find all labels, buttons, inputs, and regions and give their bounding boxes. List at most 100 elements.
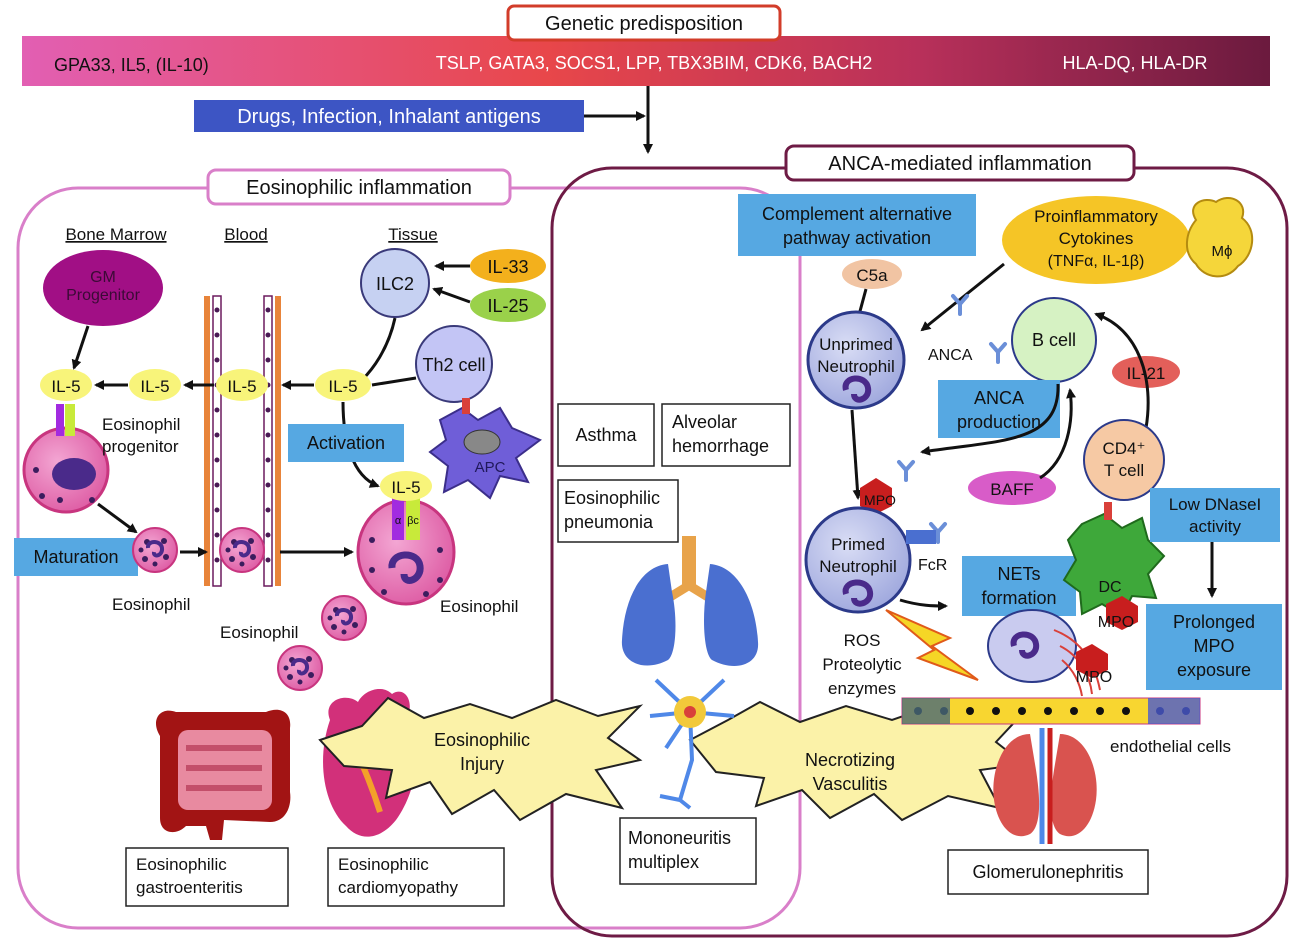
- line-th2-il5: [371, 376, 417, 387]
- ros-label-2: Proteolytic: [822, 655, 902, 674]
- gm-label-2: Progenitor: [66, 287, 140, 304]
- activation-box: [288, 424, 404, 462]
- il5-blood-label: IL-5: [227, 377, 256, 396]
- eosinophil-label-blood: Eosinophil: [220, 623, 298, 642]
- dc-receptor: [1104, 502, 1112, 520]
- cytokines-ellipse: [1002, 196, 1190, 284]
- glomerulo-box: [947, 849, 1149, 895]
- glomerulo-label: Glomerulonephritis: [972, 862, 1123, 882]
- endothelial-layer: [901, 697, 1201, 725]
- anca-production-label-1: ANCA: [974, 388, 1024, 408]
- arrow-nets: [899, 598, 948, 611]
- primed-neutrophil: [804, 506, 912, 614]
- arrow-anca-to-neutrophil: [920, 383, 1060, 456]
- ilc2-label: ILC2: [376, 274, 414, 294]
- fcr-receptor: [906, 530, 936, 544]
- activation-label: Activation: [307, 433, 385, 453]
- pneumonia-label-2: pneumonia: [564, 512, 654, 532]
- gastro-box: [125, 847, 289, 907]
- il25-ellipse: [470, 288, 546, 322]
- il5-progenitor-label: IL-5: [51, 377, 80, 396]
- mpo-label-2: MPO: [1098, 614, 1134, 631]
- line-ilc2-il5: [360, 317, 397, 382]
- fcr-label: FcR: [918, 557, 947, 574]
- antibody-icon: [989, 342, 1007, 364]
- arrow-cytokines: [920, 262, 1005, 332]
- eos-injury-label-1: Eosinophilic: [434, 730, 530, 750]
- cardio-label-1: Eosinophilic: [338, 855, 429, 874]
- blood-vessel: [204, 295, 281, 587]
- col-bone-marrow: Bone Marrow: [65, 225, 167, 244]
- receptor-bc: βc: [407, 515, 419, 527]
- c5a-label: C5a: [856, 266, 888, 285]
- endothelial-label: endothelial cells: [1110, 737, 1231, 756]
- complement-label-2: pathway activation: [783, 228, 931, 248]
- il33-label: IL-33: [487, 257, 528, 277]
- cytokines-label-1: Proinflammatory: [1034, 207, 1158, 226]
- il5-marrow: [129, 369, 181, 401]
- mpo-label-1: MPO: [864, 492, 896, 508]
- eos-injury-label-2: Injury: [460, 754, 504, 774]
- nets-label-1: NETs: [997, 564, 1040, 584]
- genetic-title-box: [506, 4, 782, 42]
- eosinophil-tissue-1: [320, 594, 368, 642]
- eos-title-box: [206, 168, 512, 206]
- arrow-il25: [432, 287, 471, 304]
- unprimed-nucleus: [842, 375, 872, 403]
- maturation-box: [14, 538, 138, 576]
- il5-activated: [380, 471, 432, 501]
- ros-label-1: ROS: [844, 631, 881, 650]
- eos-progenitor-label-2: progenitor: [102, 437, 179, 456]
- cardio-label-2: cardiomyopathy: [338, 878, 459, 897]
- macrophage-label: Mϕ: [1212, 243, 1233, 260]
- eosinophil-tissue-2: [276, 644, 324, 692]
- arrow-maturation: [97, 502, 138, 534]
- primed-label-2: Neutrophil: [819, 557, 897, 576]
- unprimed-label-2: Neutrophil: [817, 357, 895, 376]
- intestine-illustration: [155, 709, 291, 840]
- dc-cell: [1062, 512, 1166, 618]
- prolonged-label-1: Prolonged: [1173, 612, 1255, 632]
- baff-label: BAFF: [990, 480, 1033, 499]
- vasculitis-label-1: Necrotizing: [805, 750, 895, 770]
- anca-title: ANCA-mediated inflammation: [828, 153, 1091, 175]
- primed-nucleus: [842, 579, 874, 607]
- anca-title-box: [784, 144, 1136, 182]
- c5a-ellipse: [842, 259, 902, 289]
- asthma-label: Asthma: [575, 425, 637, 445]
- col-tissue: Tissue: [388, 225, 437, 244]
- eosinophil-blood: [218, 526, 266, 574]
- activated-eosinophil: [356, 498, 456, 606]
- mpo-hexagon-1: [860, 478, 892, 514]
- antibody-icon: [897, 460, 915, 482]
- arrow-il21-bcell: [1094, 312, 1150, 429]
- il5-activated-label: IL-5: [391, 478, 420, 497]
- alveolar-label-2: hemorrhage: [672, 436, 769, 456]
- gm-progenitor-cell: [43, 250, 163, 326]
- nets-box: [962, 556, 1076, 616]
- eosinophil-label-marrow: Eosinophil: [112, 595, 190, 614]
- mpo-hexagon-3: [1076, 644, 1108, 678]
- alveolar-box: [661, 403, 791, 467]
- mononeuritis-label-1: Mononeuritis: [628, 828, 731, 848]
- genes-left: GPA33, IL5, (IL-10): [54, 55, 209, 75]
- th2-cell: [415, 325, 493, 403]
- arrow-gm-down: [71, 325, 90, 370]
- genes-mid: TSLP, GATA3, SOCS1, LPP, TBX3BIM, CDK6, …: [436, 53, 873, 73]
- prolonged-label-2: MPO: [1193, 636, 1234, 656]
- complement-label-1: Complement alternative: [762, 204, 952, 224]
- complement-box: [738, 194, 976, 256]
- mononeuritis-box: [619, 817, 757, 885]
- apc-label: APC: [475, 459, 506, 476]
- baff-ellipse: [968, 471, 1056, 505]
- lightning-icon: [885, 609, 979, 681]
- col-blood: Blood: [224, 225, 267, 244]
- il33-ellipse: [470, 249, 546, 283]
- dc-label: DC: [1098, 579, 1121, 596]
- alveolar-label-1: Alveolar: [672, 412, 737, 432]
- apc-nucleus: [463, 429, 501, 455]
- mpo-label-3: MPO: [1076, 669, 1112, 686]
- il5-tissue: [315, 369, 371, 401]
- eos-title: Eosinophilic inflammation: [246, 177, 472, 199]
